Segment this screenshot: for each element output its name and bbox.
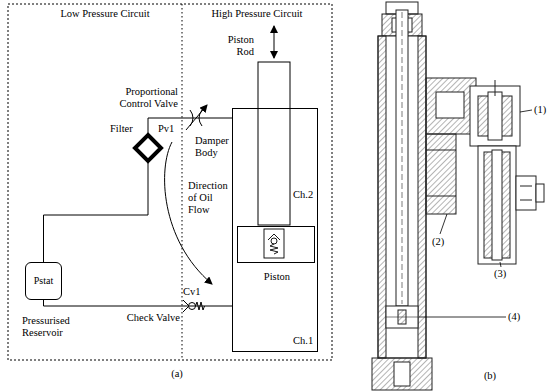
piston-rod-part	[258, 62, 290, 225]
damper-cross-section-part	[536, 184, 544, 202]
damper-cross-section-part	[492, 150, 502, 260]
component-label: Check Valve	[124, 312, 180, 324]
damper-cross-section-part	[426, 78, 476, 134]
node-heading: Piston	[238, 271, 316, 283]
damper-cross-section-part	[402, 12, 403, 304]
damper-cross-section-part	[418, 36, 426, 358]
damper-cross-section-part	[396, 10, 408, 306]
diamond-outline	[135, 135, 161, 161]
panel-frame	[8, 4, 332, 360]
damper-cross-section-part	[398, 310, 406, 324]
piston-rod	[258, 26, 290, 225]
damper-cross-section-part	[372, 358, 432, 390]
damper-cross-section-part	[426, 150, 456, 151]
leader-line-part	[500, 262, 501, 267]
chamber-label: Ch.1	[293, 335, 317, 347]
leader-line-part	[520, 110, 532, 112]
damper-cross-section-part	[488, 92, 502, 140]
piston-check-valve	[264, 229, 284, 258]
piston-box: Piston	[237, 226, 315, 263]
reservoir-box: PstatPressurised Reservoir	[25, 262, 62, 300]
callout-number: (3)	[494, 268, 512, 280]
panel-label: (a)	[163, 368, 191, 380]
symbol-label: Cv1	[183, 286, 207, 298]
damper-cross-section-part	[520, 200, 532, 201]
leader-line	[419, 110, 532, 317]
filter-diamond: Filter	[135, 135, 161, 161]
damper-cross-section-part	[495, 80, 496, 96]
damper-cross-section-part	[516, 176, 536, 210]
hydraulic-line	[148, 118, 232, 135]
flow-label: Direction of Oil Flow	[188, 180, 232, 216]
callout-number: (2)	[432, 236, 450, 248]
region-label: High Pressure Circuit	[192, 8, 322, 20]
chamber-label: Ch.2	[293, 189, 317, 201]
region-label: Low Pressure Circuit	[40, 8, 170, 20]
piston-check-valve-part	[264, 229, 284, 258]
panel-frame-part	[8, 4, 332, 360]
damper-cross-section	[372, 2, 544, 390]
damper-cross-section-part	[426, 196, 456, 197]
piston-check-valve-part	[268, 234, 280, 240]
node-heading: Filter	[110, 123, 138, 135]
hydraulic-line	[44, 300, 233, 306]
damper-cross-section-part	[394, 362, 410, 386]
damper-body: Damper BodyCh.2Ch.1Piston	[232, 108, 318, 352]
diamond-outline	[135, 135, 161, 161]
piston-check-valve-part	[271, 238, 277, 244]
damper-cross-section-part	[386, 306, 418, 328]
symbol-label: Pv1	[158, 123, 178, 135]
damper-cross-section-part	[478, 146, 516, 264]
panel-frame-part	[182, 4, 183, 360]
pressure-symbol: Pstat	[26, 275, 61, 287]
piston-rod-part	[274, 26, 275, 58]
piston-check-valve-part	[270, 244, 278, 254]
damper-cross-section-part	[436, 92, 464, 118]
damper-cross-section-part	[378, 36, 386, 358]
leader-line-part	[440, 214, 447, 234]
hydraulic-line	[44, 161, 149, 262]
component-label: Piston Rod	[214, 34, 254, 58]
component-label: Proportional Control Valve	[100, 86, 178, 110]
panel-label: (b)	[476, 370, 504, 382]
damper-cross-section-part	[520, 186, 532, 187]
callout-number: (4)	[508, 311, 526, 323]
leader-line-part	[419, 317, 506, 318]
damper-cross-section-part	[426, 134, 456, 214]
node-heading: Damper Body	[195, 135, 231, 159]
callout-number: (1)	[534, 104, 552, 116]
node-heading: Pressurised Reservoir	[22, 315, 102, 339]
